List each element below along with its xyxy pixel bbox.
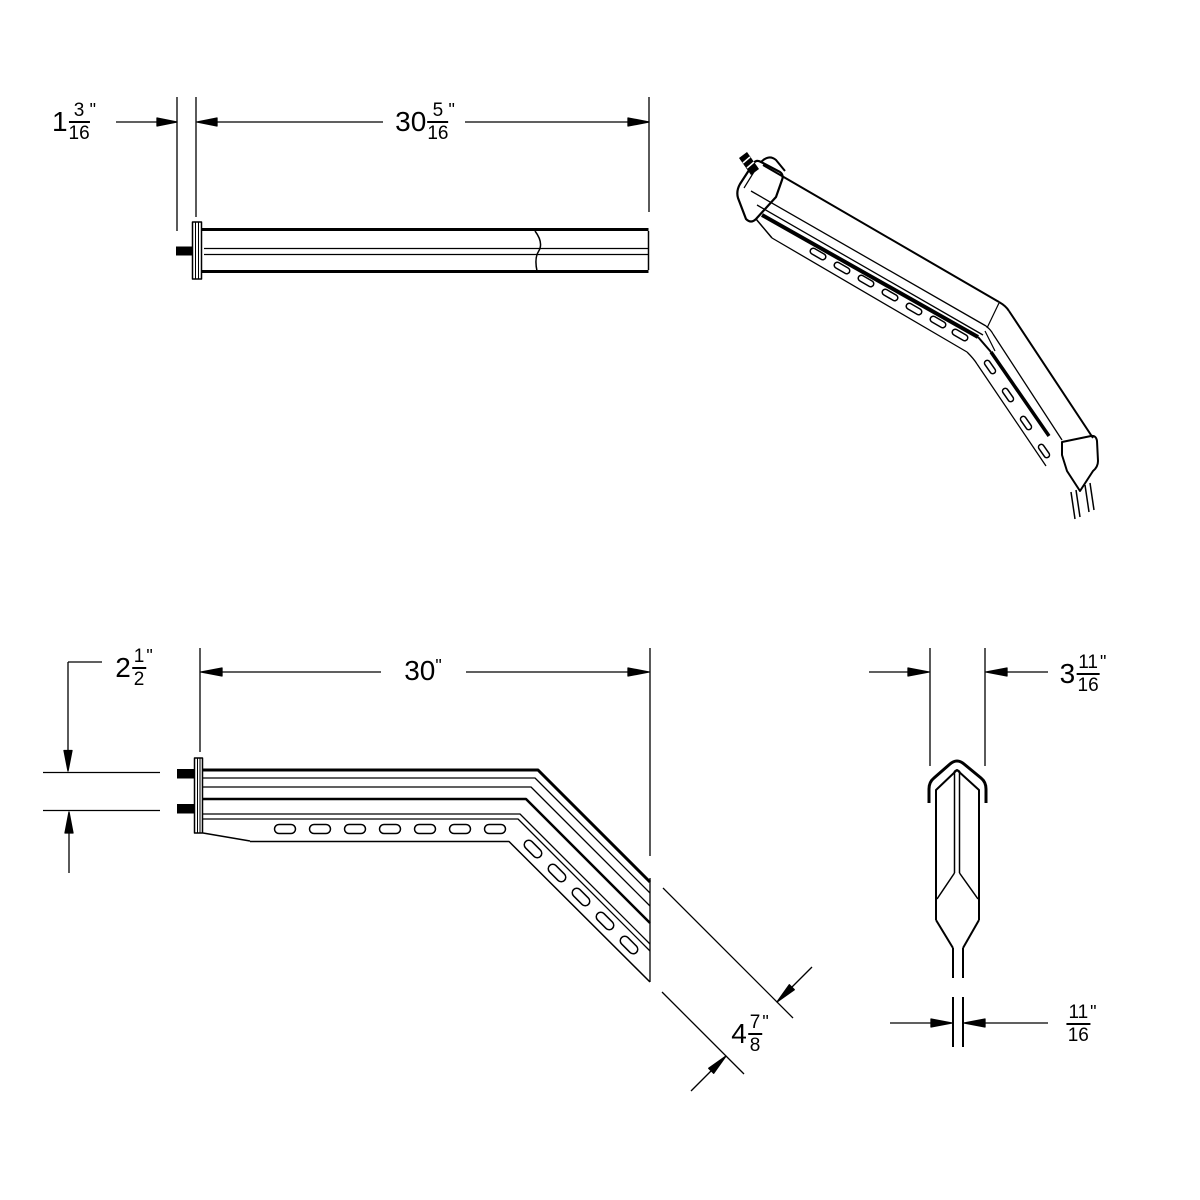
side-view-part (177, 757, 652, 983)
top-view-bar (176, 221, 650, 280)
arrowhead (907, 667, 930, 677)
end-view (869, 648, 1048, 1047)
inch-mark: " (1099, 652, 1107, 672)
dim-whole: 4 (731, 1018, 747, 1049)
inch-mark: " (89, 100, 97, 120)
arrowhead (627, 117, 650, 127)
iso-mounting-bolt (739, 152, 759, 175)
mounting-bolt-lower (177, 804, 194, 814)
side-view-slots (273, 823, 639, 955)
iso-slots (809, 247, 1051, 459)
iso-arm (750, 164, 1094, 467)
iso-mount-end (736, 152, 786, 239)
dim-side-length: 30" (404, 657, 442, 685)
side-view (43, 648, 813, 1092)
inch-mark: " (762, 1012, 769, 1032)
dim-whole: 2 (115, 652, 131, 683)
dim-whole: 30 (404, 655, 436, 686)
side-view-extension-lines (199, 648, 651, 856)
mounting-flange (191, 221, 203, 280)
break-line (534, 230, 542, 272)
inch-mark: " (1090, 1002, 1097, 1022)
arrowhead (63, 749, 73, 772)
mounting-bolt (176, 246, 193, 256)
mounting-bolt-upper (177, 769, 194, 779)
arrowhead (708, 1055, 727, 1074)
end-view-part (927, 759, 988, 1047)
side-view-dimension-lines (43, 661, 813, 1092)
arrowhead (196, 117, 218, 127)
arrowhead (156, 117, 178, 127)
arrowhead (776, 984, 795, 1003)
arrowhead (963, 1018, 986, 1028)
inch-mark: " (448, 100, 455, 120)
arrowhead (985, 667, 1008, 677)
inch-mark: " (435, 656, 442, 676)
dim-whole: 30 (395, 106, 427, 137)
mounting-flange (193, 757, 204, 834)
dim-whole: 1 (51, 106, 68, 137)
dim-whole: 3 (1059, 658, 1076, 689)
iso-end-cap (1061, 434, 1099, 520)
end-view-dimension-lines (869, 667, 1048, 1028)
inch-mark: " (146, 646, 153, 666)
end-view-extension-lines (929, 648, 986, 766)
arrowhead (200, 667, 223, 677)
top-view-extension-lines (176, 97, 650, 231)
top-view-dimension-lines (116, 117, 650, 127)
arrowhead (627, 667, 650, 677)
arrowhead (930, 1018, 953, 1028)
top-view (116, 97, 650, 280)
arrowhead (64, 811, 74, 834)
isometric-view (736, 152, 1099, 520)
